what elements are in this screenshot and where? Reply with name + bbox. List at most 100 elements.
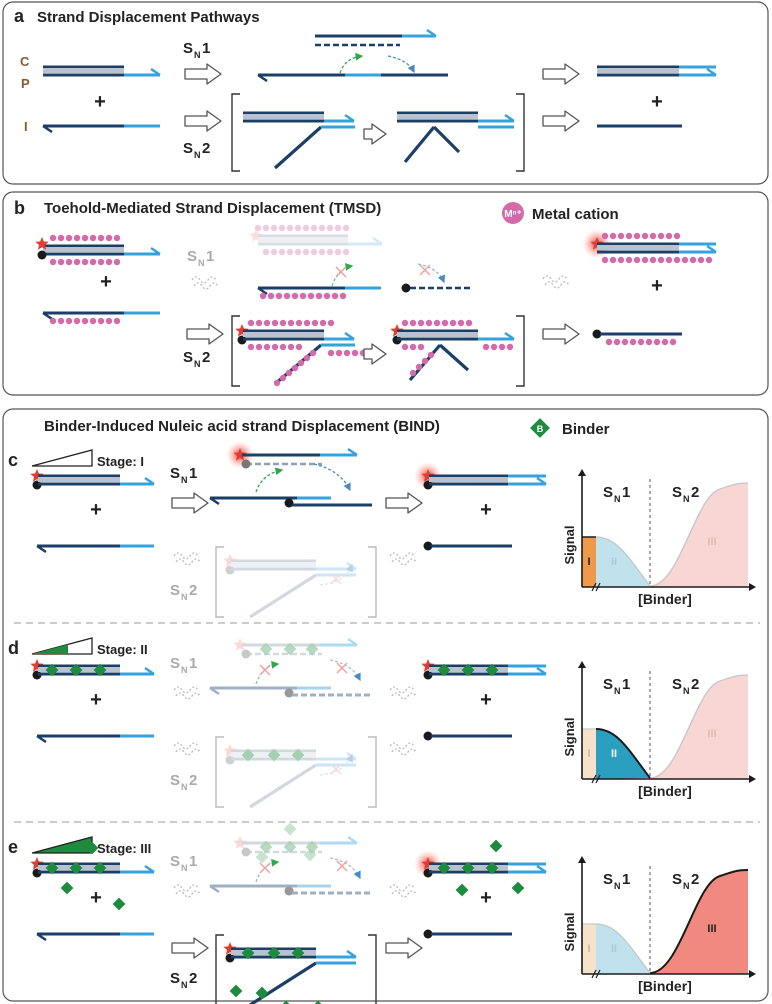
pathway-subscript: N [614, 494, 621, 504]
pathway-subscript: N [614, 881, 621, 891]
transfer-arrow [329, 659, 361, 682]
region-iii-label: III [707, 923, 716, 935]
arrow-hook [536, 666, 547, 676]
bracket [368, 546, 377, 618]
cation [334, 248, 342, 256]
cation [273, 379, 281, 387]
duplex-core [397, 114, 478, 119]
blocked-pathway [389, 742, 417, 756]
reaction-arrow [385, 492, 423, 514]
blocked-pathway [173, 686, 201, 700]
fluorophore-star [233, 638, 247, 651]
reaction-arrow [363, 123, 387, 145]
binder [112, 897, 126, 911]
stage-i-label: Stage: I [97, 454, 144, 469]
cation [649, 232, 657, 240]
cation [295, 343, 303, 351]
pathway-subscript: N [614, 686, 621, 696]
cation [409, 343, 417, 351]
blocked-cross [330, 573, 342, 585]
cation [283, 292, 291, 300]
cation [97, 317, 105, 325]
duplex-core [258, 237, 348, 242]
cation [449, 319, 457, 327]
cation [310, 224, 318, 232]
x-axis-label: [Binder] [638, 591, 692, 607]
cation [653, 338, 661, 346]
cation [302, 248, 310, 256]
pathway-number: 2 [691, 676, 699, 693]
sn1-intermediate [226, 441, 358, 469]
cation [294, 248, 302, 256]
blocked-pathway [173, 552, 201, 566]
cation [303, 354, 311, 362]
axis-break [591, 969, 597, 979]
fluorophore-star [233, 836, 247, 849]
reaction-arrow [171, 492, 209, 514]
quencher [225, 565, 235, 575]
cation [625, 232, 633, 240]
cation [262, 248, 270, 256]
pathway-number: 1 [622, 676, 630, 693]
cation [271, 343, 279, 351]
cation [621, 338, 629, 346]
quencher [241, 459, 251, 469]
plus-sign: + [94, 91, 106, 113]
cation [633, 232, 641, 240]
transfer-arrow [329, 857, 361, 880]
pathway-subscript: N [181, 665, 188, 675]
cation [641, 232, 649, 240]
cation [705, 256, 713, 264]
blocked-pathway [389, 884, 417, 898]
cation [113, 258, 121, 266]
cation [89, 258, 97, 266]
pathway-subscript: N [181, 863, 188, 873]
cation [105, 258, 113, 266]
arrow-hook [209, 884, 220, 894]
strand-i-invading [273, 125, 323, 170]
pathway-label: S [603, 676, 613, 693]
sn1-faded [249, 224, 383, 256]
panel-a-frame [2, 1, 769, 185]
duplex-core [597, 245, 679, 250]
cation [259, 292, 267, 300]
cation [254, 224, 262, 232]
region-iii-label: III [707, 536, 716, 548]
plus-sign: + [480, 689, 492, 711]
cation [351, 349, 359, 357]
stage-ii-wedge-fill [32, 644, 68, 654]
cation [421, 357, 429, 365]
cation [613, 338, 621, 346]
sn1-intermediate [233, 637, 358, 659]
transfer-arrow [319, 753, 353, 776]
bracket [516, 93, 525, 172]
cation [294, 224, 302, 232]
cation [270, 224, 278, 232]
cation [302, 224, 310, 232]
pathway-label: S [603, 484, 613, 501]
transfer-arrow [255, 660, 280, 685]
background-bar [582, 924, 596, 974]
arrow-hook [257, 73, 268, 83]
cation [657, 232, 665, 240]
plus-sign: + [90, 689, 102, 711]
panel-bind-frame [2, 408, 769, 1002]
cation [601, 232, 609, 240]
panel-e-letter: e [8, 837, 18, 857]
cation [113, 317, 121, 325]
pathway-subscript: N [194, 359, 201, 369]
cation [617, 256, 625, 264]
cation [673, 232, 681, 240]
quencher [37, 250, 47, 260]
duplex-core [231, 562, 316, 567]
panel-c-letter: c [8, 450, 18, 470]
arrow-hook [42, 311, 53, 321]
cation [323, 292, 331, 300]
sn2-intermediate [223, 554, 357, 619]
blocked-cross [336, 860, 348, 872]
pathway-number: 1 [189, 465, 197, 482]
quencher [241, 649, 251, 659]
blocked-cross [330, 573, 342, 585]
cation [633, 256, 641, 264]
